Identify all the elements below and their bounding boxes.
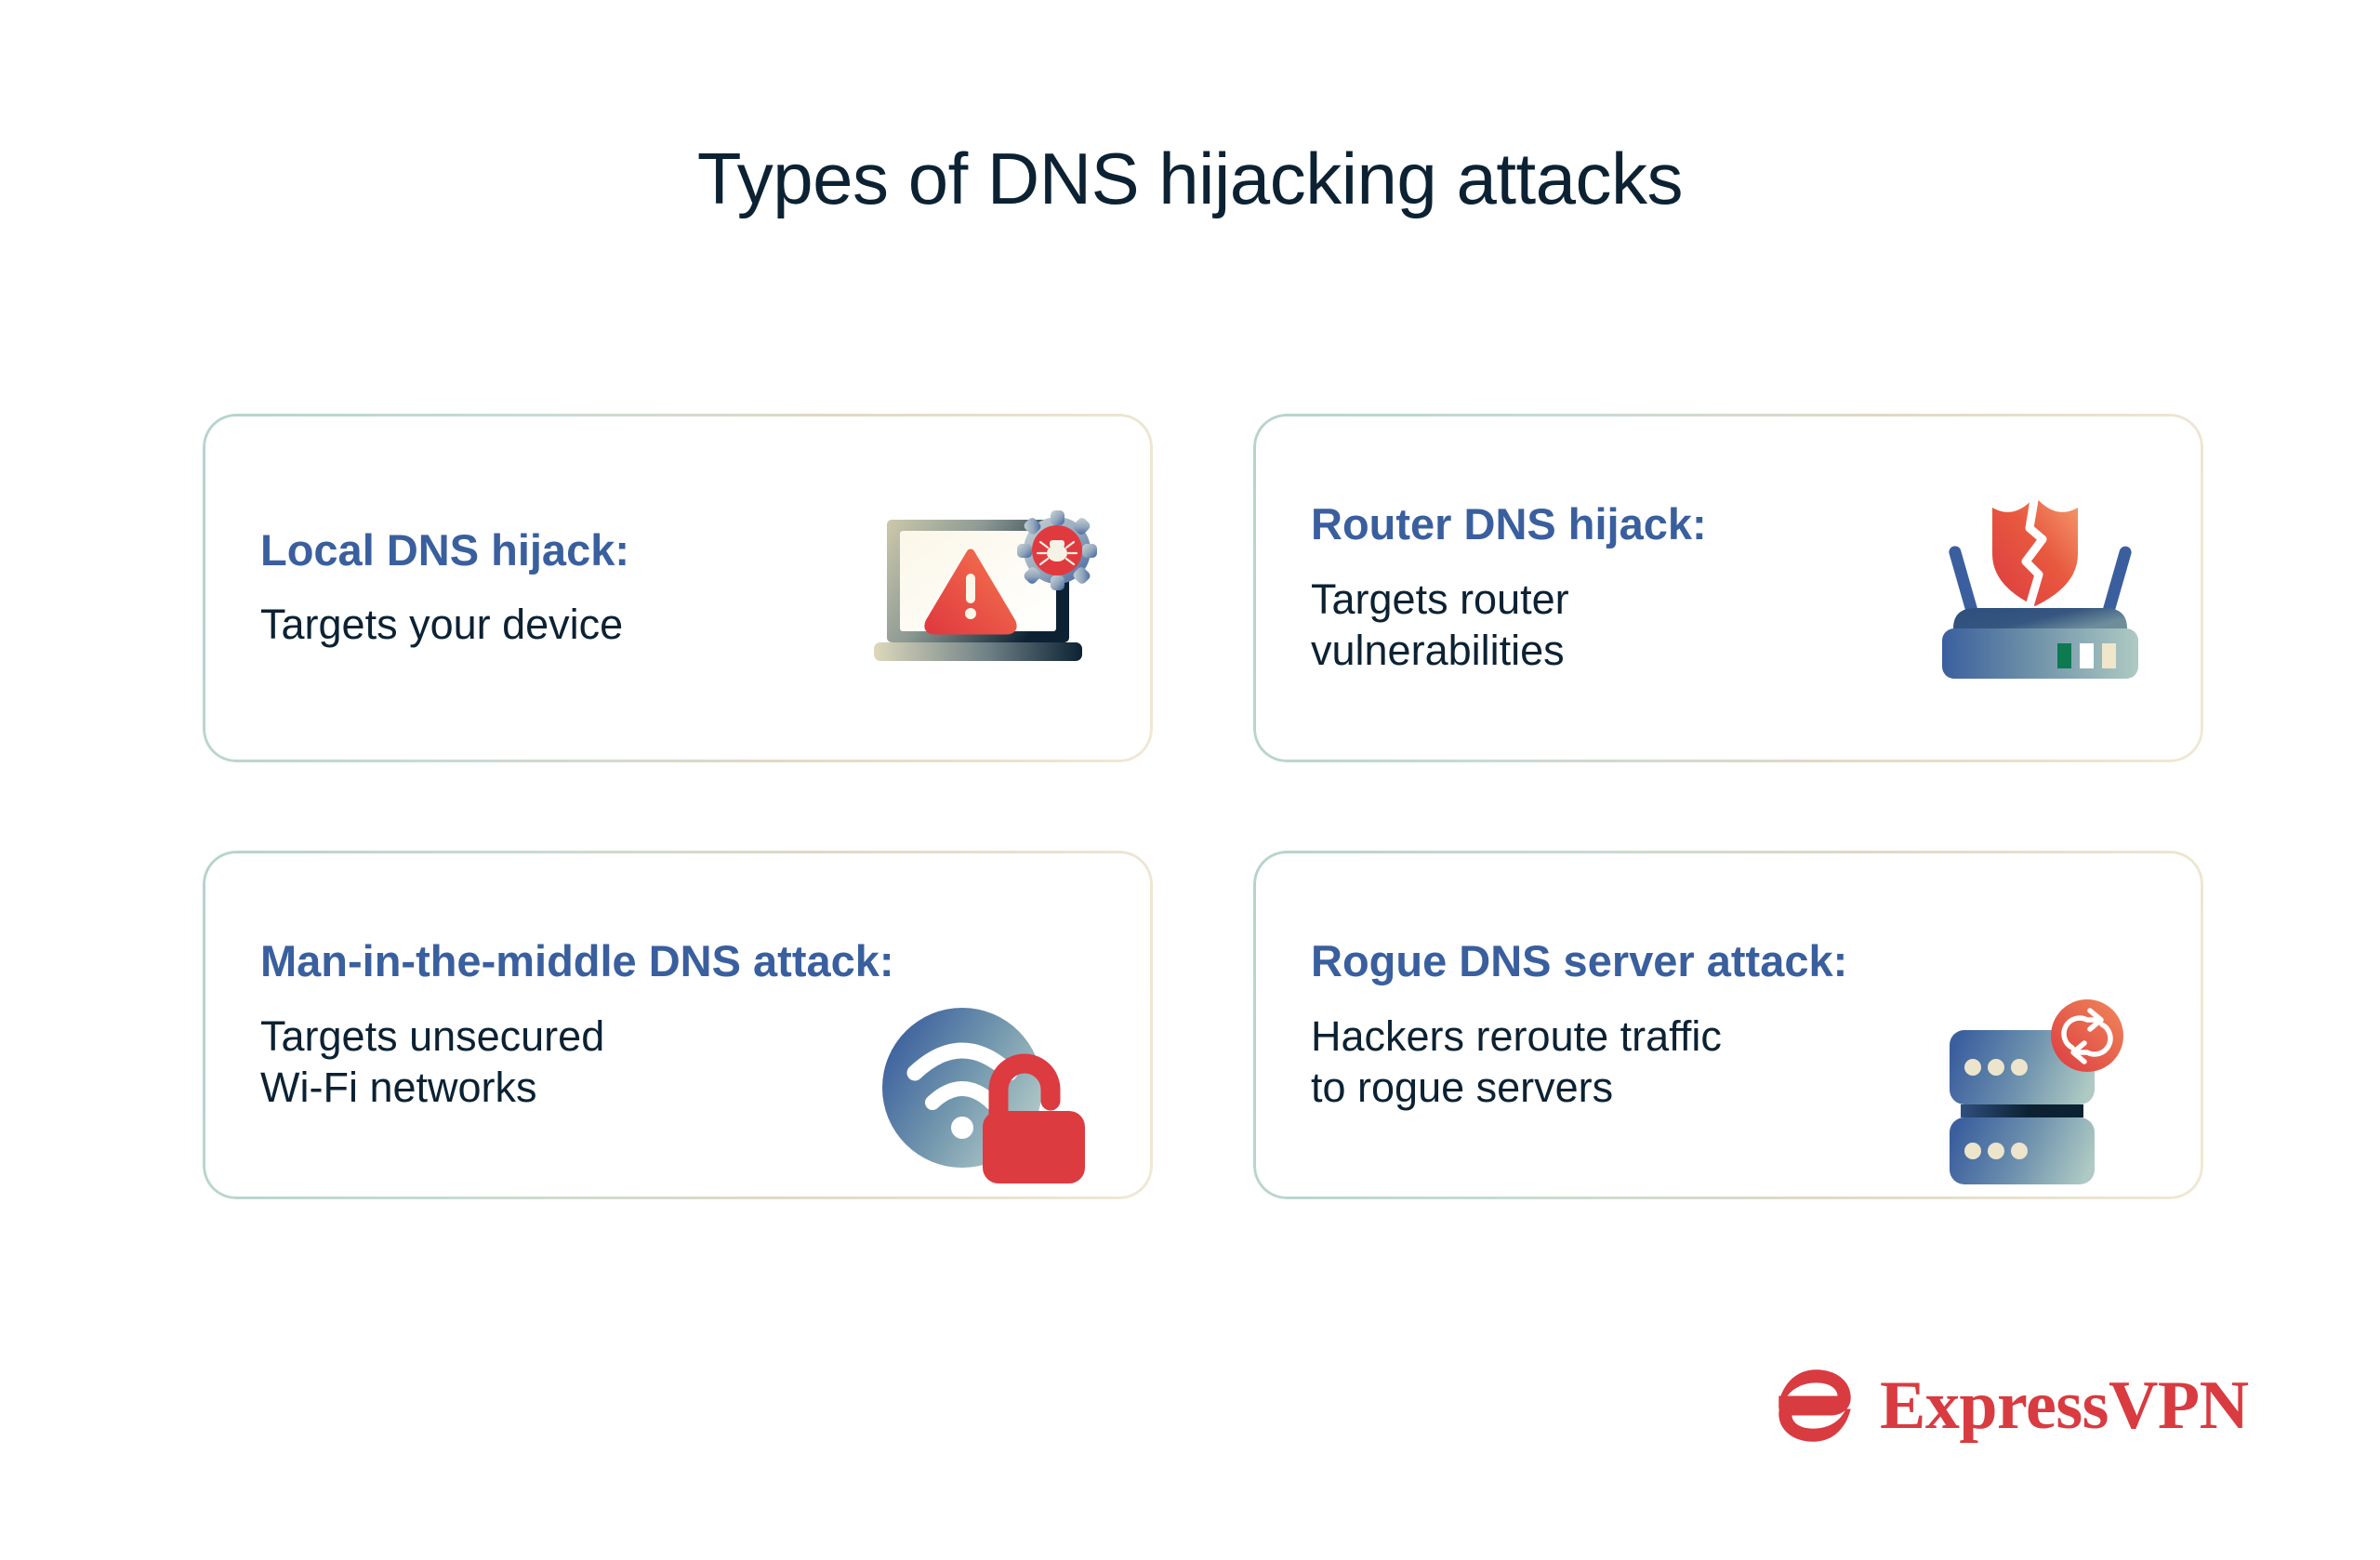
card-body-line: Hackers reroute traffic [1311,1011,1722,1060]
card-body: Hackers reroute traffic to rogue servers [1311,1011,1847,1114]
card-rogue-dns-server-attack[interactable]: Rogue DNS server attack: Hackers reroute… [1253,851,2203,1199]
card-local-dns-hijack[interactable]: Local DNS hijack: Targets your device [203,414,1153,762]
card-router-dns-hijack[interactable]: Router DNS hijack: Targets router vulner… [1253,414,2203,762]
card-body-line: Targets router [1311,575,1569,623]
card-heading: Local DNS hijack: [260,524,629,575]
card-body-line: Wi-Fi networks [260,1063,537,1111]
page-title: Types of DNS hijacking attacks [696,138,1684,219]
card-text-block: Man-in-the-middle DNS attack: Targets un… [203,936,894,1114]
card-text-block: Rogue DNS server attack: Hackers reroute… [1253,936,1847,1113]
card-heading: Rogue DNS server attack: [1311,936,1848,986]
expressvpn-wordmark: ExpressVPN [1880,1368,2249,1444]
card-heading: Man-in-the-middle DNS attack: [260,936,894,986]
laptop-warning-bug-icon [872,496,1104,681]
attack-types-card-grid: Local DNS hijack: Targets your device [203,414,2203,1199]
card-body: Targets router vulnerabilities [1311,575,1707,677]
router-broken-shield-icon [1940,490,2140,686]
card-text-block: Router DNS hijack: Targets router vulner… [1253,499,1707,676]
card-heading: Router DNS hijack: [1311,499,1707,549]
expressvpn-logo: ExpressVPN [1774,1365,2249,1447]
server-stack-sync-icon [1946,999,2146,1190]
card-text-block: Local DNS hijack: Targets your device [203,525,629,651]
expressvpn-e-logo-icon [1774,1365,1856,1447]
card-body-line: vulnerabilities [1311,626,1565,674]
card-body-line: to rogue servers [1311,1063,1614,1111]
card-man-in-the-middle-dns-attack[interactable]: Man-in-the-middle DNS attack: Targets un… [203,851,1153,1199]
wifi-open-padlock-icon [879,1006,1095,1192]
card-body-line: Targets unsecured [260,1011,605,1060]
card-body: Targets unsecured Wi-Fi networks [260,1011,798,1114]
card-body: Targets your device [260,601,624,649]
